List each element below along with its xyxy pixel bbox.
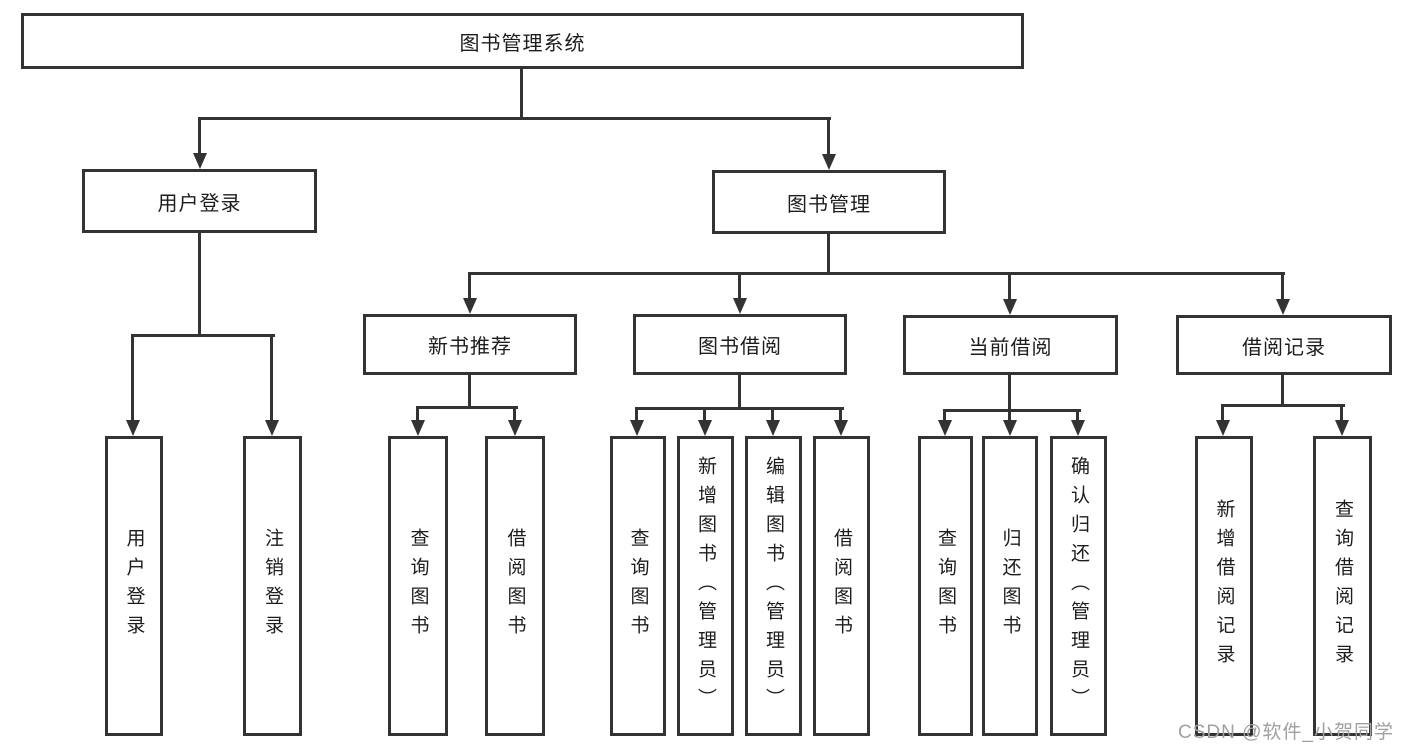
- edge-segment: [1008, 375, 1011, 412]
- edge-segment: [468, 272, 1285, 275]
- edge-segment: [738, 272, 741, 300]
- edge-segment: [198, 117, 831, 120]
- leaf-label: 查询图书: [407, 528, 429, 644]
- csdn-watermark: CSDN @软件_小贺同学: [1178, 722, 1394, 743]
- leaf-user-login: 用户登录: [105, 436, 163, 736]
- edge-arrowhead: [822, 154, 836, 170]
- leaf-current-return-books: 归还图书: [982, 436, 1038, 736]
- leaf-recommend-query-books: 查询图书: [388, 436, 448, 736]
- leaf-label: 编辑图书（管理员）: [763, 455, 784, 717]
- edge-segment: [943, 409, 1081, 412]
- edge-arrowhead: [766, 420, 780, 436]
- edge-arrowhead: [463, 298, 477, 314]
- node-root: 图书管理系统: [21, 13, 1024, 69]
- edge-arrowhead: [1216, 420, 1230, 436]
- node-label: 借阅记录: [1242, 336, 1326, 359]
- node-label: 当前借阅: [968, 336, 1053, 359]
- node-new-book-recommend: 新书推荐: [363, 314, 577, 375]
- leaf-label: 确认归还（管理员）: [1068, 455, 1089, 717]
- edge-arrowhead: [733, 298, 747, 314]
- leaf-label: 新增图书（管理员）: [695, 455, 716, 717]
- node-borrow-records: 借阅记录: [1176, 315, 1392, 375]
- leaf-label: 注销登录: [262, 528, 283, 644]
- edge-segment: [416, 406, 419, 422]
- edge-arrowhead: [938, 420, 952, 436]
- edge-segment: [1221, 404, 1345, 407]
- leaf-label: 查询图书: [627, 528, 649, 644]
- edge-segment: [771, 407, 774, 422]
- edge-segment: [827, 234, 830, 275]
- leaf-label: 查询图书: [935, 528, 956, 644]
- leaf-recommend-borrow-books: 借阅图书: [485, 436, 545, 736]
- leaf-logout: 注销登录: [243, 436, 302, 736]
- leaf-label: 查询借阅记录: [1332, 499, 1353, 673]
- node-label: 图书借阅: [698, 336, 782, 358]
- edge-arrowhead: [1335, 420, 1349, 436]
- leaf-label: 用户登录: [123, 528, 145, 644]
- leaf-label: 借阅图书: [504, 528, 526, 644]
- node-book-management: 图书管理: [712, 170, 946, 234]
- edge-arrowhead: [834, 420, 848, 436]
- leaf-label: 新增借阅记录: [1213, 499, 1235, 673]
- edge-arrowhead: [1071, 420, 1085, 436]
- edge-segment: [513, 406, 516, 422]
- edge-arrowhead: [698, 420, 712, 436]
- leaf-current-confirm-return-admin: 确认归还（管理员）: [1050, 436, 1107, 736]
- edge-arrowhead: [1003, 420, 1017, 436]
- edge-segment: [1076, 409, 1079, 422]
- edge-segment: [1281, 375, 1284, 407]
- edge-segment: [468, 272, 471, 300]
- edge-segment: [520, 69, 523, 120]
- edge-arrowhead: [193, 153, 207, 169]
- edge-segment: [1008, 272, 1011, 301]
- leaf-label: 借阅图书: [831, 528, 852, 644]
- edge-segment: [943, 409, 946, 422]
- node-label: 图书管理: [787, 193, 871, 216]
- edge-segment: [1340, 404, 1343, 422]
- edge-segment: [827, 117, 830, 156]
- node-user-login: 用户登录: [82, 169, 317, 233]
- node-label: 新书推荐: [428, 336, 512, 358]
- leaf-borrow-add-books-admin: 新增图书（管理员）: [677, 436, 734, 736]
- node-current-borrow: 当前借阅: [903, 315, 1118, 375]
- edge-segment: [635, 407, 638, 422]
- edge-segment: [198, 117, 201, 155]
- edge-segment: [198, 233, 201, 337]
- leaf-records-query-record: 查询借阅记录: [1313, 436, 1372, 736]
- edge-segment: [270, 334, 273, 422]
- edge-arrowhead: [630, 420, 644, 436]
- leaf-label: 归还图书: [999, 528, 1021, 644]
- node-label: 图书管理系统: [459, 32, 586, 55]
- edge-segment: [738, 375, 741, 410]
- edge-segment: [1221, 404, 1224, 422]
- edge-segment: [131, 334, 134, 422]
- edge-arrowhead: [1003, 299, 1017, 315]
- edge-arrowhead: [1276, 299, 1290, 315]
- edge-arrowhead: [508, 420, 522, 436]
- leaf-borrow-query-books: 查询图书: [610, 436, 666, 736]
- leaf-borrow-borrow-books: 借阅图书: [813, 436, 870, 736]
- edge-arrowhead: [411, 420, 425, 436]
- node-label: 用户登录: [157, 192, 242, 215]
- edge-segment: [703, 407, 706, 422]
- edge-segment: [1008, 409, 1011, 422]
- edge-segment: [839, 407, 842, 422]
- node-book-borrow: 图书借阅: [633, 314, 847, 375]
- leaf-current-query-books: 查询图书: [918, 436, 973, 736]
- edge-arrowhead: [126, 420, 140, 436]
- edge-segment: [468, 375, 471, 409]
- edge-segment: [416, 406, 518, 409]
- edge-segment: [635, 407, 844, 410]
- leaf-borrow-edit-books-admin: 编辑图书（管理员）: [745, 436, 802, 736]
- edge-arrowhead: [265, 420, 279, 436]
- leaf-records-add-record: 新增借阅记录: [1195, 436, 1253, 736]
- edge-segment: [1281, 272, 1284, 301]
- edge-segment: [131, 334, 275, 337]
